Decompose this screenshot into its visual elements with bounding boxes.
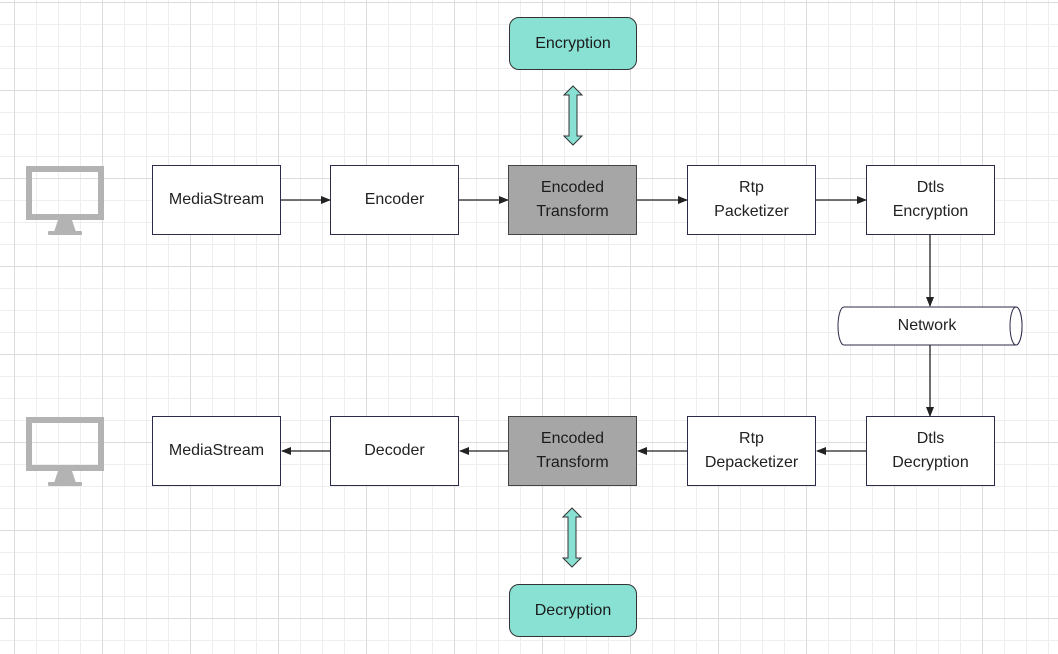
monitor-icon — [26, 417, 104, 486]
dtls-encryption-label: Dtls Encryption — [892, 179, 969, 220]
mediastream-label: MediaStream — [168, 442, 265, 459]
network-label: Network — [897, 317, 957, 334]
encoded-transform-label: Encoded Transform — [536, 430, 609, 471]
double-arrow-encryption — [562, 85, 584, 146]
encoder-node: Encoder — [330, 165, 459, 235]
mediastream-node-sender: MediaStream — [152, 165, 281, 235]
encryption-label: Encryption — [535, 34, 611, 52]
mediastream-label: MediaStream — [168, 191, 265, 208]
rtp-packetizer-node: Rtp Packetizer — [687, 165, 816, 235]
rtp-depacketizer-label: Rtp Depacketizer — [704, 430, 799, 471]
double-arrow-decryption — [561, 507, 583, 568]
dtls-encryption-node: Dtls Encryption — [866, 165, 995, 235]
monitor-icon — [26, 166, 104, 235]
decryption-label: Decryption — [534, 601, 612, 619]
rtp-depacketizer-node: Rtp Depacketizer — [687, 416, 816, 486]
decoder-label: Decoder — [364, 442, 425, 459]
network-cylinder — [837, 306, 1023, 346]
rtp-packetizer-label: Rtp Packetizer — [714, 179, 789, 220]
encoder-label: Encoder — [364, 191, 425, 208]
encryption-node: Encryption — [509, 17, 637, 70]
dtls-decryption-label: Dtls Decryption — [892, 430, 969, 471]
encoded-transform-label: Encoded Transform — [536, 179, 609, 220]
decoder-node: Decoder — [330, 416, 459, 486]
encoded-transform-node-receiver: Encoded Transform — [508, 416, 637, 486]
decryption-node: Decryption — [509, 584, 637, 637]
mediastream-node-receiver: MediaStream — [152, 416, 281, 486]
encoded-transform-node-sender: Encoded Transform — [508, 165, 637, 235]
dtls-decryption-node: Dtls Decryption — [866, 416, 995, 486]
